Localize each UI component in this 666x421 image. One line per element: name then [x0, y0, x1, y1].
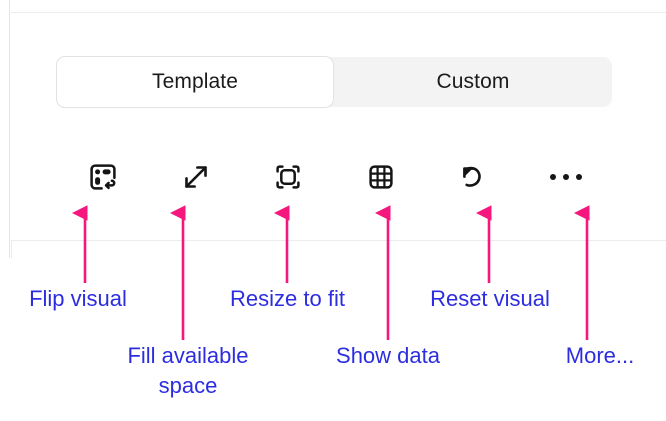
more-options-button[interactable] — [520, 148, 613, 206]
tab-custom[interactable]: Custom — [436, 70, 510, 93]
ellipsis-icon — [549, 174, 582, 180]
format-visual-pane — [11, 0, 666, 258]
callout-label-reset-visual: Reset visual — [430, 286, 550, 311]
panel-top-divider — [11, 12, 666, 13]
callout-label-show-data: Show data — [336, 343, 440, 368]
panel-bottom-divider — [11, 240, 666, 241]
resize-to-fit-button[interactable] — [242, 148, 335, 206]
tab-template[interactable]: Template — [56, 56, 334, 108]
panel-edge-cap — [11, 240, 12, 258]
show-data-button[interactable] — [335, 148, 428, 206]
fill-available-space-button[interactable] — [150, 148, 243, 206]
callout-label-fill-available-space: Fill available space — [127, 343, 249, 398]
template-custom-segmented-control[interactable]: Template Custom — [56, 56, 612, 108]
visual-actions-toolbar — [57, 148, 612, 206]
table-grid-icon — [364, 160, 398, 194]
reset-undo-arrow-icon — [456, 160, 490, 194]
expand-diagonal-arrows-icon — [179, 160, 213, 194]
app-left-rail — [0, 0, 10, 258]
callout-label-resize-to-fit: Resize to fit — [230, 286, 345, 311]
reset-visual-button[interactable] — [427, 148, 520, 206]
callout-label-flip-visual: Flip visual — [29, 286, 127, 311]
callout-label-more-options: More... — [565, 343, 635, 368]
flip-visual-icon — [86, 160, 120, 194]
resize-to-fit-icon — [271, 160, 305, 194]
flip-visual-button[interactable] — [57, 148, 150, 206]
